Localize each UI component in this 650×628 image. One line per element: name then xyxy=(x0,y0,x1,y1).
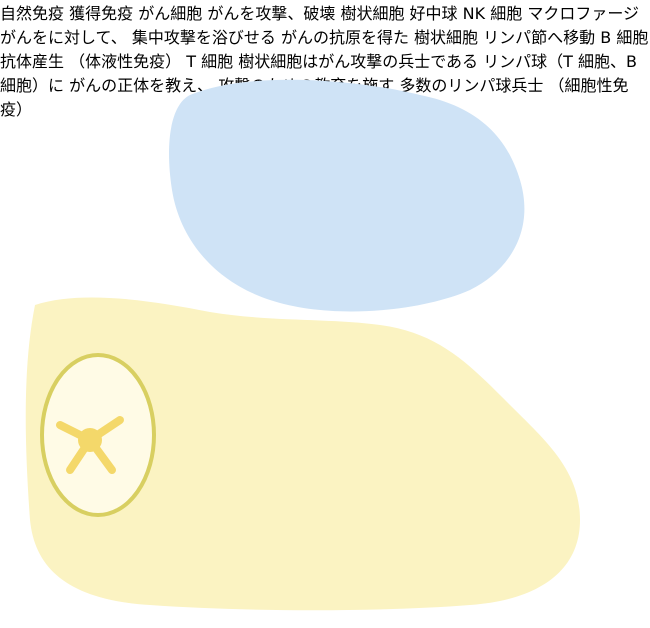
antigen-dendritic-line-2: 樹状細胞 xyxy=(414,28,479,47)
acquired-immunity-region xyxy=(25,297,580,611)
natural-immunity-label: 自然免疫 xyxy=(0,4,65,23)
attack-destroy-label: がんを攻撃、破壊 xyxy=(207,4,336,23)
teaching-line-1: 樹状細胞はがん攻撃の兵士である xyxy=(238,52,479,71)
neutrophil-label: 好中球 xyxy=(409,4,458,23)
dendritic-cell-label: 樹状細胞 xyxy=(340,4,405,23)
b-cell-label: B 細胞 xyxy=(600,28,649,47)
t-cell-label: T 細胞 xyxy=(186,52,234,71)
antibody-line-2: （体液性免疫） xyxy=(69,52,182,71)
antibody-line-1: 抗体産生 xyxy=(0,52,65,71)
focused-attack-line-1: がんをに対して、 xyxy=(0,28,127,47)
teaching-line-2: リンパ球（T 細胞、B 細胞）に xyxy=(0,52,637,95)
move-lymph-label: リンパ節へ移動 xyxy=(483,28,596,47)
cancer-cells-label: がん細胞 xyxy=(138,4,203,23)
focused-attack-line-2: 集中攻撃を浴びせる xyxy=(131,28,276,47)
antigen-dendritic-line-1: がんの抗原を得た xyxy=(280,28,409,47)
teaching-line-3: がんの正体を教え、 xyxy=(69,76,214,95)
lymph-soldiers-line-1: 多数のリンパ球兵士 xyxy=(399,76,544,95)
macrophage-label: マクロファージ xyxy=(527,4,639,23)
acquired-immunity-label: 獲得免疫 xyxy=(69,4,134,23)
natural-immunity-region xyxy=(169,79,525,312)
nk-cell-label: NK 細胞 xyxy=(462,4,523,23)
lymph-soldiers-line-2: （細胞性免疫） xyxy=(0,76,629,119)
